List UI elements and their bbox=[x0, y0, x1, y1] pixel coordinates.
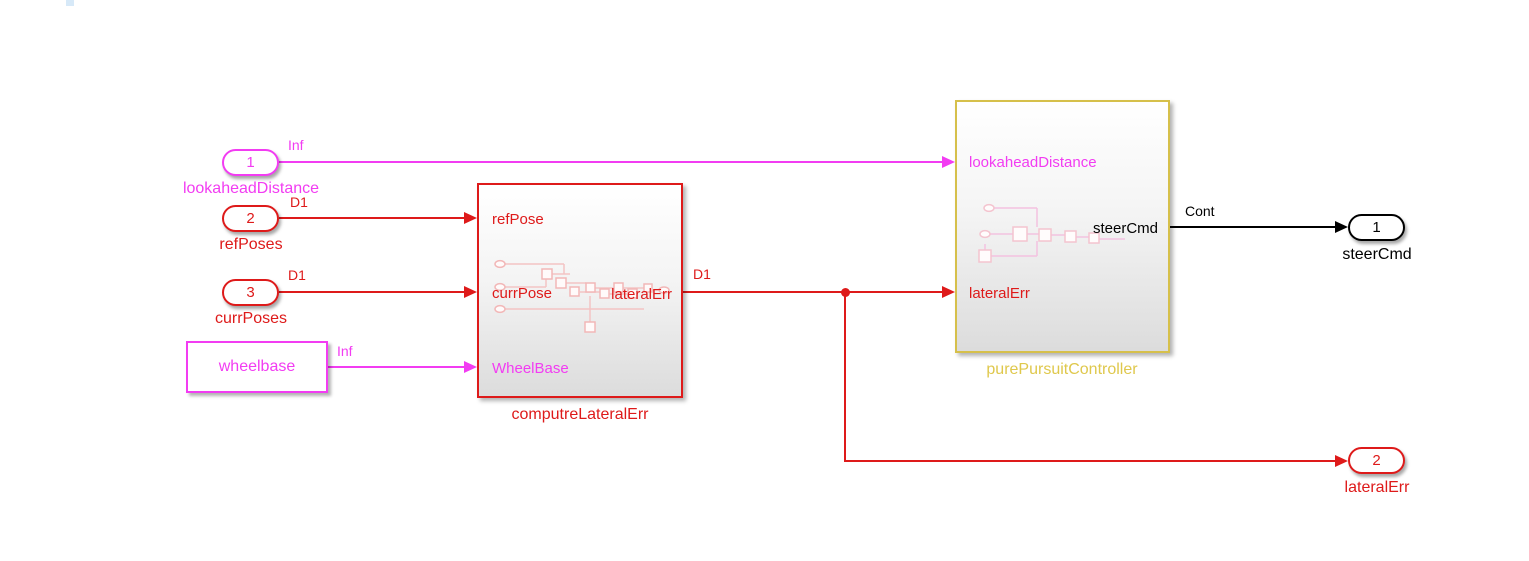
purePursuitController-name-label[interactable]: purePursuitController bbox=[986, 361, 1138, 378]
wire-currPoses[interactable] bbox=[279, 291, 464, 293]
wire-refPoses[interactable] bbox=[279, 217, 464, 219]
pursuit-port-lookaheadDistance: lookaheadDistance bbox=[969, 154, 1097, 171]
computreLateralErr-thumbnail-icon bbox=[494, 259, 670, 333]
wheelbase-label: wheelbase bbox=[218, 358, 296, 375]
compute-port-currPose: currPose bbox=[492, 285, 553, 302]
inport-1-label[interactable]: lookaheadDistance bbox=[182, 180, 320, 197]
inport-1-number: 1 bbox=[246, 154, 255, 171]
purePursuitController-thumbnail-icon bbox=[978, 203, 1125, 263]
wire-lateralErr-main[interactable] bbox=[683, 291, 942, 293]
arrowhead-lateralErr-in bbox=[942, 286, 955, 298]
signal-label-inf-wheelbase: Inf bbox=[337, 343, 353, 359]
signal-label-d1-currposes: D1 bbox=[288, 267, 306, 283]
arrowhead-currPoses bbox=[464, 286, 477, 298]
wheelbase-block[interactable]: wheelbase bbox=[186, 341, 328, 393]
scroll-artifact bbox=[66, 0, 74, 6]
arrowhead-lookaheadDistance bbox=[942, 156, 955, 168]
inport-3-number: 3 bbox=[246, 284, 255, 301]
signal-label-inf-lookahead: Inf bbox=[288, 137, 304, 153]
outport-2-block[interactable]: 2 bbox=[1348, 447, 1405, 474]
inport-3-block[interactable]: 3 bbox=[222, 279, 279, 306]
compute-port-lateralErr: lateralErr bbox=[611, 286, 672, 303]
outport-1-number: 1 bbox=[1372, 219, 1381, 236]
compute-port-refPose: refPose bbox=[492, 211, 544, 228]
pursuit-port-steerCmd: steerCmd bbox=[1092, 220, 1158, 237]
inport-3-label[interactable]: currPoses bbox=[214, 310, 288, 327]
inport-2-label[interactable]: refPoses bbox=[219, 236, 283, 253]
wire-wheelbase[interactable] bbox=[328, 366, 464, 368]
inport-2-block[interactable]: 2 bbox=[222, 205, 279, 232]
arrowhead-wheelbase bbox=[464, 361, 477, 373]
wire-steerCmd[interactable] bbox=[1170, 226, 1335, 228]
subsystem-purePursuitController[interactable]: lookaheadDistance lateralErr steerCmd bbox=[955, 100, 1170, 353]
wire-lateralErr-branch-vertical[interactable] bbox=[844, 292, 846, 461]
outport-2-number: 2 bbox=[1372, 452, 1381, 469]
pursuit-port-lateralErr: lateralErr bbox=[969, 285, 1030, 302]
arrowhead-refPoses bbox=[464, 212, 477, 224]
wire-lateralErr-branch-horizontal[interactable] bbox=[844, 460, 1335, 462]
outport-1-block[interactable]: 1 bbox=[1348, 214, 1405, 241]
signal-label-d1-refposes: D1 bbox=[290, 194, 308, 210]
computreLateralErr-name-label[interactable]: computreLateralErr bbox=[511, 406, 649, 423]
signal-label-d1-lateralerr: D1 bbox=[693, 266, 711, 282]
signal-label-cont-steercmd: Cont bbox=[1185, 203, 1215, 219]
compute-port-WheelBase: WheelBase bbox=[492, 360, 569, 377]
outport-1-label[interactable]: steerCmd bbox=[1342, 246, 1412, 263]
outport-2-label[interactable]: lateralErr bbox=[1344, 479, 1410, 496]
inport-2-number: 2 bbox=[246, 210, 255, 227]
arrowhead-steerCmd bbox=[1335, 221, 1348, 233]
inport-1-block[interactable]: 1 bbox=[222, 149, 279, 176]
wire-lookaheadDistance[interactable] bbox=[279, 161, 943, 163]
subsystem-computreLateralErr[interactable]: refPose currPose WheelBase lateralErr bbox=[477, 183, 683, 398]
arrowhead-lateralErr-out bbox=[1335, 455, 1348, 467]
